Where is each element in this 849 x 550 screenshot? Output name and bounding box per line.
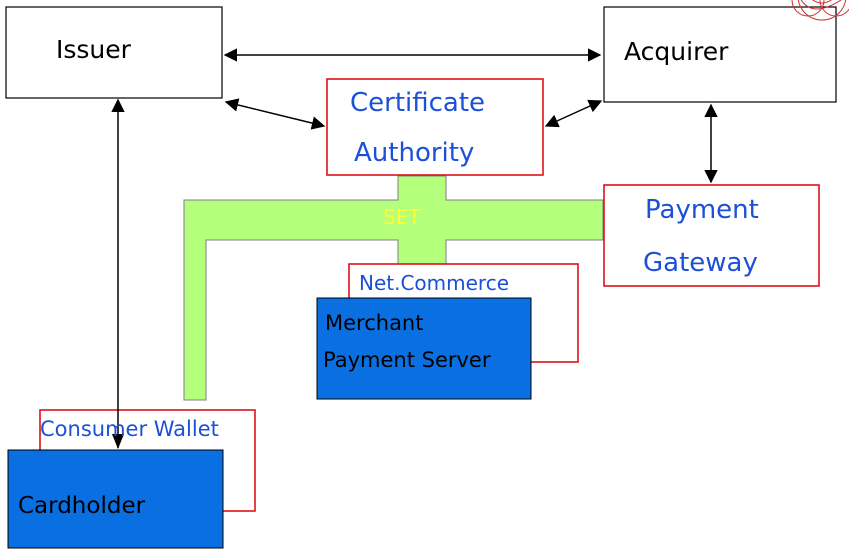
issuer-ca-arrow	[224, 98, 326, 130]
set-label: SET	[383, 205, 421, 229]
payment-label: Payment	[645, 195, 759, 225]
issuer-box	[5, 6, 223, 99]
cardholder-label: Cardholder	[18, 493, 146, 519]
acquirer-ca-arrow	[544, 99, 603, 128]
acquirer-box	[603, 6, 837, 103]
consumer-wallet-label: Consumer Wallet	[40, 417, 219, 441]
issuer-label: Issuer	[56, 35, 131, 64]
certificate-authority-box	[326, 78, 544, 176]
net-commerce-label: Net.Commerce	[359, 271, 510, 295]
merchant-payment-server-box	[316, 297, 532, 400]
cardholder-box	[7, 449, 224, 549]
gateway-label: Gateway	[643, 248, 758, 278]
certificate-label: Certificate	[350, 88, 486, 118]
authority-label: Authority	[354, 138, 475, 168]
payment-gateway-box	[603, 184, 820, 287]
merchant-label: Merchant	[325, 311, 424, 335]
payment-server-label: Payment Server	[323, 348, 491, 372]
logo-seal	[791, 0, 849, 21]
cardholder-arrowhead	[112, 434, 124, 449]
acquirer-label: Acquirer	[624, 37, 729, 66]
set-channel	[183, 175, 604, 401]
